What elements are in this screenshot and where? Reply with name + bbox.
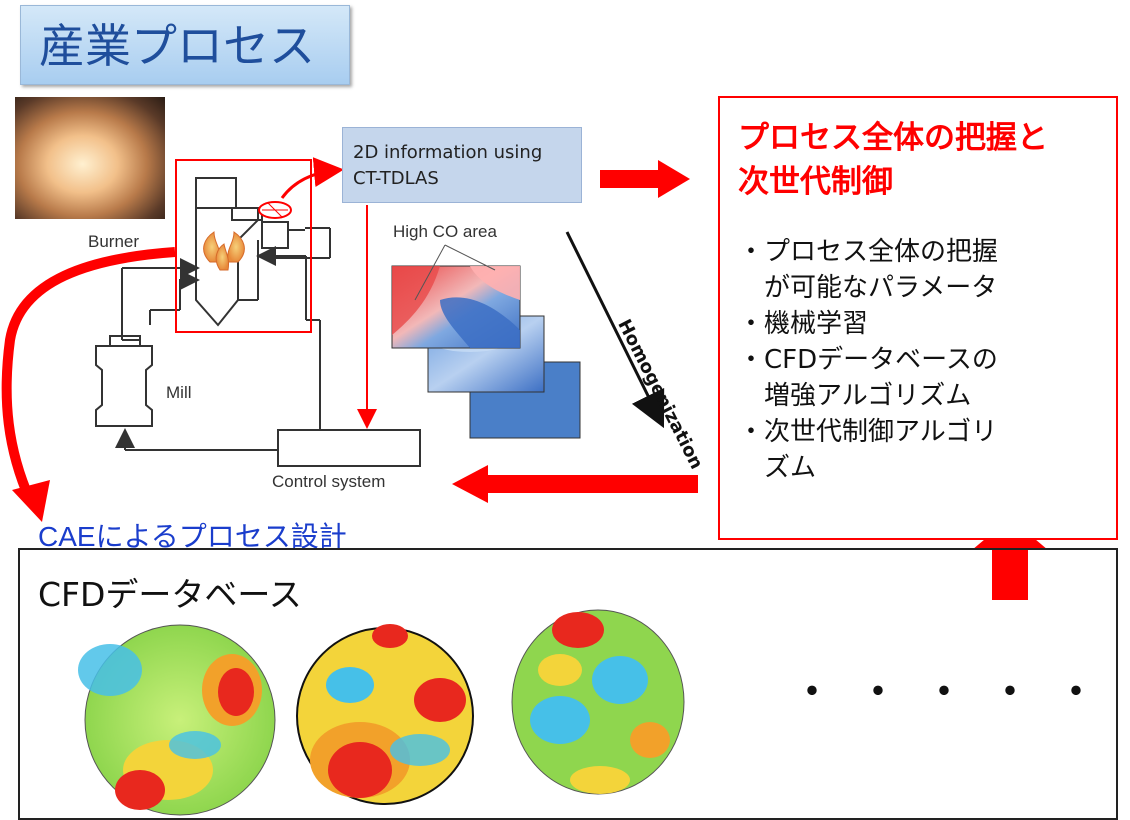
list-item: が可能なパラメータ	[738, 273, 998, 303]
ellipsis-dots: ・・・・・	[790, 667, 1120, 718]
list-item: ズム	[738, 453, 817, 483]
cfd-result-3	[511, 609, 685, 795]
high-co-label: High CO area	[393, 222, 497, 241]
control-panel-box: プロセス全体の把握と 次世代制御 ・プロセス全体の把握 が可能なパラメータ ・機…	[718, 96, 1118, 540]
mill-icon	[95, 335, 153, 427]
info-line-2: CT-TDLAS	[353, 168, 439, 189]
control-system-label: Control system	[272, 472, 386, 491]
info-line-1: 2D information using	[353, 142, 543, 163]
page-title: 産業プロセス	[20, 5, 350, 85]
panel-title-line-1: プロセス全体の把握と	[738, 120, 1048, 156]
control-system-box	[277, 429, 421, 467]
cfd-database-box: CFDデータベース ・・・・・	[18, 548, 1118, 820]
co-distribution-panels	[391, 265, 581, 439]
furnace-photo	[15, 97, 165, 219]
list-item: ・プロセス全体の把握	[738, 237, 999, 267]
panel-title-line-2: 次世代制御	[738, 164, 893, 200]
cae-process-design-label: CAEによるプロセス設計	[38, 521, 347, 552]
cfd-result-2	[296, 624, 474, 805]
cfd-result-1	[78, 624, 276, 816]
list-item: 増強アルゴリズム	[738, 381, 972, 411]
mill-label: Mill	[166, 383, 192, 402]
list-item: ・機械学習	[738, 309, 869, 339]
list-item: ・次世代制御アルゴリ	[738, 417, 998, 447]
panel-item-list: ・プロセス全体の把握 が可能なパラメータ ・機械学習 ・CFDデータベースの 増…	[738, 234, 998, 486]
boiler-highlight	[175, 159, 312, 333]
ct-tdlas-info-box: 2D information using CT-TDLAS	[342, 127, 582, 203]
cfd-database-title: CFDデータベース	[38, 575, 302, 614]
flame-icon	[203, 231, 245, 271]
list-item: ・CFDデータベースの	[738, 345, 998, 375]
burner-label: Burner	[88, 232, 140, 251]
